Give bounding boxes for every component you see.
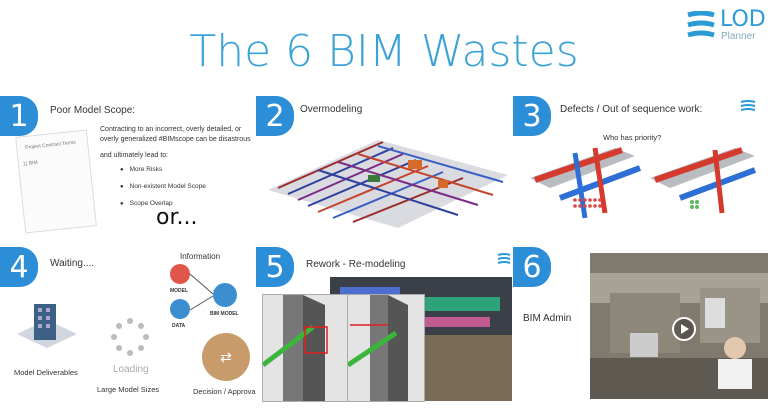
data-label: DATA [172,323,186,329]
play-button[interactable] [672,317,696,341]
section-number-1: 1 [0,96,38,136]
model-deliverables-label: Model Deliverables [14,368,78,377]
large-model-sizes-label: Large Model Sizes [97,385,160,394]
section-title-3: Defects / Out of sequence work: [560,104,703,115]
section-title-5: Rework - Re-modeling [306,259,406,270]
lod-planner-logo: LOD Planner [686,7,766,43]
rework-before-image [261,294,348,402]
lod-mini-logo-icon [497,253,511,264]
arrows-icon [189,273,214,311]
model-deliverables-image [17,304,77,348]
scope-bullet: Non-existent Model Scope [120,183,206,190]
logo-subtext: Planner [721,31,756,42]
bim-model-label: BIM MODEL [210,311,239,317]
priority-question: Who has priority? [603,133,662,142]
section-number-4: 4 [0,247,38,287]
section-title-1: Poor Model Scope: [50,105,136,116]
section-number-5: 5 [256,247,294,287]
information-label: Information [180,252,221,261]
bim-admin-video[interactable] [590,253,768,399]
loading-spinner-icon [111,318,149,356]
section-title-4: Waiting.... [50,258,95,269]
doc-line: Project Contract Terms [25,139,77,152]
defects-image [530,147,757,219]
overmodeling-image [268,140,508,228]
section-number-3: 3 [513,96,551,136]
section-title-6: BIM Admin [523,313,572,324]
bim-model-circle-icon [213,283,237,307]
decision-icon: ⇄ [202,333,250,381]
doc-line: 1) BIM [22,159,38,168]
meeting-room-image [420,335,512,401]
contract-document-image: Project Contract Terms 1) BIM [15,129,97,234]
scope-lead: and ultimately lead to: [100,152,169,159]
lod-mini-logo-icon [740,100,756,111]
play-icon [681,324,689,334]
section-title-2: Overmodeling [300,104,363,115]
data-circle-icon [170,299,190,319]
logo-text: LOD [720,7,766,32]
scope-bullet: Scope Overlap [120,200,173,207]
loading-label: Loading [113,364,149,375]
rework-after-image [346,294,425,402]
decision-label: Decision / Approva [193,387,256,396]
logo-icon [687,11,715,38]
scope-bullet: More Risks [120,166,163,173]
model-circle-icon [170,264,190,284]
section-number-2: 2 [256,96,294,136]
section-number-6: 6 [513,247,551,287]
scope-paragraph: Contracting to an incorrect, overly deta… [100,126,251,143]
page-title: The 6 BIM Wastes [189,26,579,77]
model-label: MODEL [170,288,189,294]
scope-or: or... [156,205,198,230]
